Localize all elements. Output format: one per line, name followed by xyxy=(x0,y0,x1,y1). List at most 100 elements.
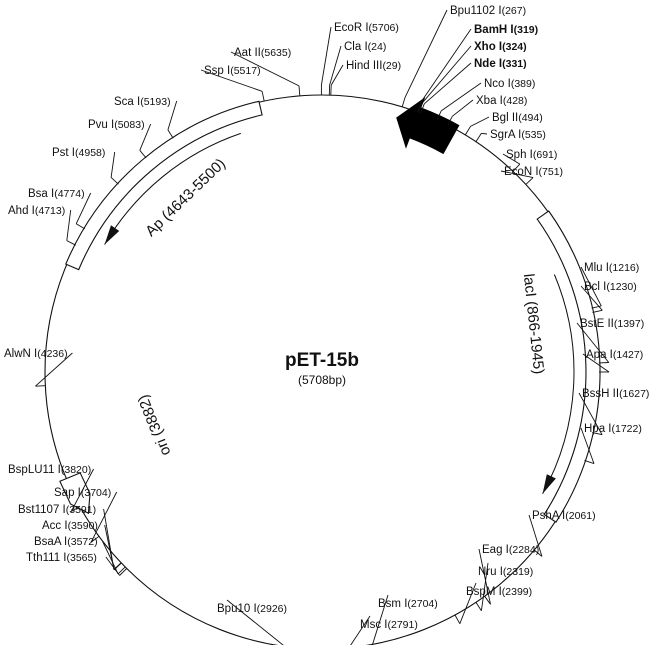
site-label: Xho I(324) xyxy=(474,41,527,53)
site-leader-line xyxy=(500,170,534,179)
site-label: Pst I(4958) xyxy=(52,147,105,159)
site-position: (5193) xyxy=(140,96,170,108)
site-position: (2926) xyxy=(257,603,287,615)
site-label: Tth111 I(3565) xyxy=(26,552,97,564)
site-tick xyxy=(420,103,425,114)
site-position: (3820) xyxy=(61,464,91,476)
site-tick xyxy=(592,309,603,313)
feature-box-laci xyxy=(536,210,601,523)
site-tick xyxy=(475,133,482,142)
site-leader-line xyxy=(576,322,610,363)
site-tick xyxy=(512,163,521,172)
site-position: (389) xyxy=(511,78,536,90)
site-tick xyxy=(75,223,86,230)
site-name: Nru I xyxy=(478,566,503,578)
site-position: (3590) xyxy=(68,520,98,532)
site-tick xyxy=(418,102,423,113)
site-leader-line xyxy=(371,594,389,645)
site-tick xyxy=(35,385,46,387)
site-name: Eag I xyxy=(482,544,509,556)
site-tick xyxy=(117,566,126,575)
site-label: AlwN I(4236) xyxy=(4,348,68,360)
site-label: Sca I(5193) xyxy=(114,96,171,108)
site-name: EcoR I xyxy=(334,22,369,34)
site-position: (2319) xyxy=(503,566,533,578)
site-leader-line xyxy=(35,352,73,387)
site-leader-line xyxy=(90,491,118,543)
site-name: Ssp I xyxy=(204,65,230,77)
site-position: (3704) xyxy=(81,487,111,499)
site-name: Xho I xyxy=(474,41,502,53)
site-tick xyxy=(298,85,301,96)
site-label: Sap I(3704) xyxy=(54,487,111,499)
site-label: Bsm I(2704) xyxy=(378,598,438,610)
site-tick xyxy=(139,150,147,159)
site-position: (1722) xyxy=(612,423,642,435)
site-tick xyxy=(90,535,100,543)
site-position: (24) xyxy=(368,41,387,53)
site-name: Sca I xyxy=(114,96,140,108)
site-name: Bst1107 I xyxy=(18,504,66,516)
site-label: Nco I(389) xyxy=(484,78,535,90)
site-name: Msc I xyxy=(360,619,387,631)
site-name: Tth111 I xyxy=(26,552,67,564)
site-tick xyxy=(475,602,482,611)
site-label: EcoN I(751) xyxy=(504,166,563,178)
restriction-sites: Bpu1102 I(267)BamH I(319)Xho I(324)Nde I… xyxy=(4,5,649,645)
site-name: PshA I xyxy=(532,510,565,522)
site-label: Hpa I(1722) xyxy=(584,423,642,435)
site-tick xyxy=(416,102,422,113)
site-name: Bpu10 I xyxy=(217,603,257,615)
site-name: Apa I xyxy=(586,349,613,361)
site-position: (4713) xyxy=(35,205,65,217)
plasmid-size: (5708bp) xyxy=(298,373,346,387)
site-name: Acc I xyxy=(42,520,68,532)
site-name: Xba I xyxy=(476,95,503,107)
site-name: Sph I xyxy=(506,149,533,161)
site-leader-line xyxy=(424,62,472,105)
site-label: BspLU11 I(3820) xyxy=(8,464,91,476)
site-position: (2061) xyxy=(565,510,595,522)
site-position: (4958) xyxy=(75,147,105,159)
site-name: Pst I xyxy=(52,147,75,159)
site-label: Bsa I(4774) xyxy=(28,188,85,200)
site-leader-line xyxy=(103,508,115,570)
site-position: (1627) xyxy=(619,388,649,400)
site-leader-line xyxy=(330,64,344,86)
site-position: (691) xyxy=(533,149,558,161)
site-position: (29) xyxy=(382,60,401,72)
site-name: Ahd I xyxy=(8,205,35,217)
site-name: Cla I xyxy=(344,41,368,53)
site-position: (751) xyxy=(539,166,564,178)
site-position: (2399) xyxy=(502,586,532,598)
site-leader-line xyxy=(320,26,332,86)
site-name: Hind III xyxy=(346,60,382,72)
site-tick xyxy=(447,116,453,126)
site-leader-line xyxy=(502,153,521,165)
ap-arrowhead-icon xyxy=(104,225,120,245)
site-label: Acc I(3590) xyxy=(42,520,98,532)
site-leader-line xyxy=(66,209,72,241)
site-leader-line xyxy=(329,45,342,86)
site-position: (1427) xyxy=(613,349,643,361)
site-name: Aat II xyxy=(234,47,261,59)
site-leader-line xyxy=(580,427,595,464)
site-leader-line xyxy=(478,548,491,605)
site-leader-line xyxy=(582,353,610,373)
site-leader-line xyxy=(404,9,448,98)
site-position: (324) xyxy=(502,41,527,53)
site-label: BstE II(1397) xyxy=(580,318,644,330)
site-name: SgrA I xyxy=(490,129,521,141)
site-position: (319) xyxy=(514,24,539,36)
feature-label-ori: ori (3882) xyxy=(135,392,175,458)
site-position: (535) xyxy=(521,129,546,141)
site-label: Apa I(1427) xyxy=(586,349,643,361)
site-tick xyxy=(113,562,122,570)
site-leader-line xyxy=(226,599,284,645)
site-name: Bsa I xyxy=(28,188,54,200)
site-name: EcoN I xyxy=(504,166,539,178)
site-label: Bst1107 I(3591) xyxy=(18,504,96,516)
site-position: (2791) xyxy=(387,619,417,631)
site-leader-line xyxy=(110,151,116,178)
site-label: Sph I(691) xyxy=(506,149,557,161)
